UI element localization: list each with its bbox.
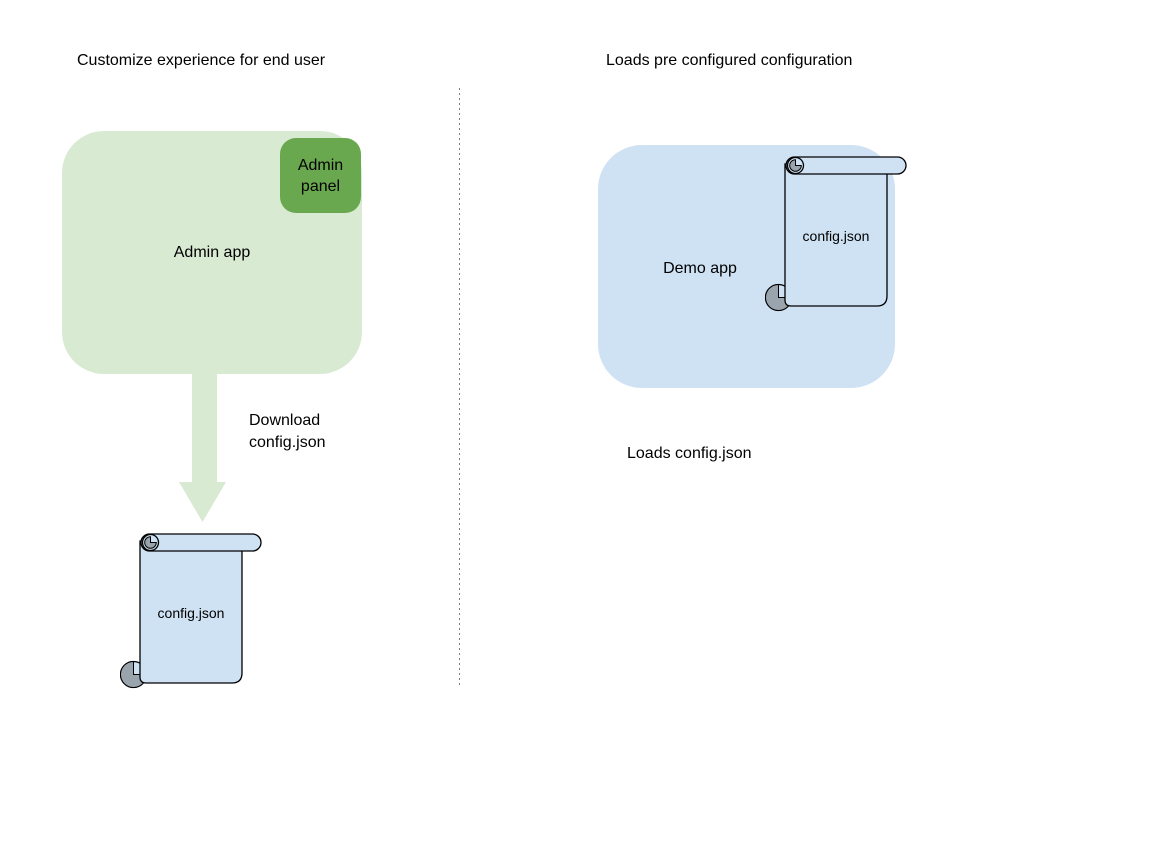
scroll-top-curl-shade	[789, 159, 802, 172]
scroll-top-roll	[140, 533, 262, 552]
config-json-label: config.json	[802, 228, 870, 244]
scroll-body	[139, 540, 243, 684]
scroll-body	[784, 163, 888, 307]
admin-panel-label: Admin panel	[297, 156, 344, 195]
scroll-icon	[120, 533, 262, 689]
download-arrow-icon	[179, 374, 226, 522]
config-json-scroll-left: config.json	[120, 533, 265, 690]
scroll-top-curl-shade	[144, 536, 157, 549]
admin-panel-box: Admin panel	[280, 138, 361, 213]
config-json-label: config.json	[157, 605, 225, 621]
section-divider-line	[459, 88, 460, 686]
admin-app-box: Admin app Admin panel	[62, 131, 362, 374]
config-json-scroll-right: config.json	[765, 156, 910, 313]
right-section-title: Loads pre configured configuration	[606, 52, 853, 69]
download-arrow-label: Download config.json	[249, 412, 326, 451]
left-section-title: Customize experience for end user	[77, 52, 326, 69]
admin-app-label: Admin app	[173, 243, 251, 261]
scroll-top-roll	[785, 156, 907, 175]
demo-app-label: Demo app	[663, 260, 737, 277]
scroll-icon	[765, 156, 907, 312]
loads-config-caption: Loads config.json	[627, 445, 752, 462]
download-arrow-shape	[179, 374, 226, 522]
